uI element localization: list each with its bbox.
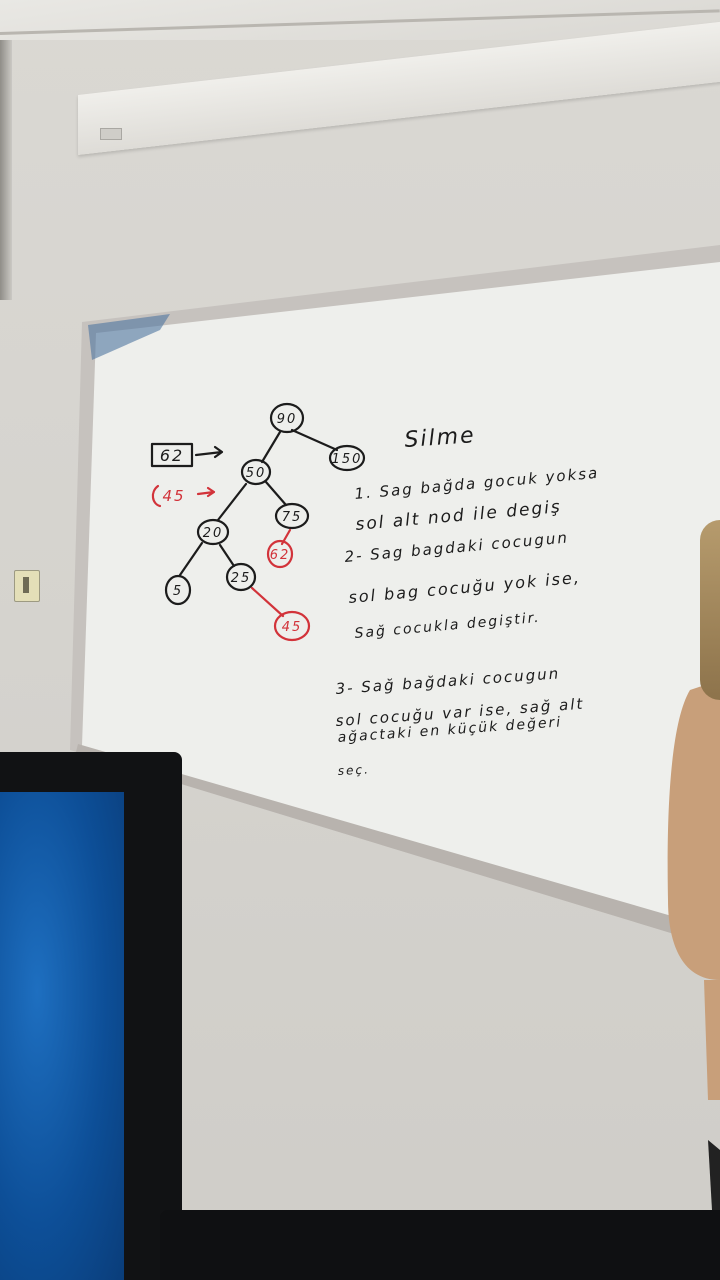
- marker-tray: [76, 744, 720, 948]
- node-62-label: 62: [270, 548, 291, 563]
- tree-node-20: 20: [196, 518, 230, 546]
- tree-node-45: 45: [273, 610, 311, 642]
- notes-line-9: seç.: [337, 762, 370, 778]
- monitor-screen: [0, 792, 124, 1280]
- edge-50-75: [264, 480, 288, 507]
- edge-50-20: [216, 482, 248, 522]
- person-hair: [700, 520, 720, 700]
- side-note-red-value: 45: [162, 487, 185, 505]
- node-25-label: 25: [231, 571, 252, 586]
- tree-node-25: 25: [225, 562, 257, 592]
- side-note-red-bracket: [151, 484, 162, 508]
- person-leg: [708, 1140, 720, 1220]
- edge-25-45: [250, 586, 285, 618]
- edge-20-25: [218, 543, 236, 568]
- board-corner-mark: [88, 314, 170, 360]
- node-75-label: 75: [282, 510, 303, 525]
- tree-node-150: 150: [328, 444, 366, 472]
- light-fixture-label: [100, 128, 122, 140]
- side-note-red: 45: [151, 484, 216, 508]
- computer-monitor: [0, 752, 182, 1280]
- edge-20-5: [178, 541, 204, 577]
- wall-shadow: [0, 40, 12, 300]
- arrow-icon: [196, 486, 216, 498]
- arrow-icon: [194, 445, 224, 459]
- node-90-label: 90: [277, 412, 298, 427]
- node-5-label: 5: [173, 584, 183, 599]
- node-45-label: 45: [282, 620, 303, 635]
- side-note-box: [150, 442, 194, 468]
- tree-node-62: 62: [266, 539, 294, 569]
- side-note-boxed: 62: [150, 442, 224, 468]
- node-20-label: 20: [203, 526, 224, 541]
- edge-90-50: [260, 430, 282, 464]
- tree-node-5: 5: [164, 574, 192, 606]
- side-note-boxed-value: 62: [160, 446, 184, 465]
- person-shoulder: [667, 680, 720, 980]
- tree-node-50: 50: [240, 458, 272, 486]
- edge-90-150: [290, 428, 339, 452]
- tree-node-90: 90: [269, 402, 305, 434]
- wall-outlet: [14, 570, 40, 602]
- person-arm: [704, 980, 720, 1100]
- whiteboard-surface: [82, 262, 720, 932]
- tree-node-75: 75: [274, 502, 310, 530]
- node-150-label: 150: [332, 452, 363, 467]
- node-50-label: 50: [246, 466, 267, 481]
- second-monitor-edge: [160, 1210, 720, 1280]
- notes-title: Silme: [404, 423, 477, 453]
